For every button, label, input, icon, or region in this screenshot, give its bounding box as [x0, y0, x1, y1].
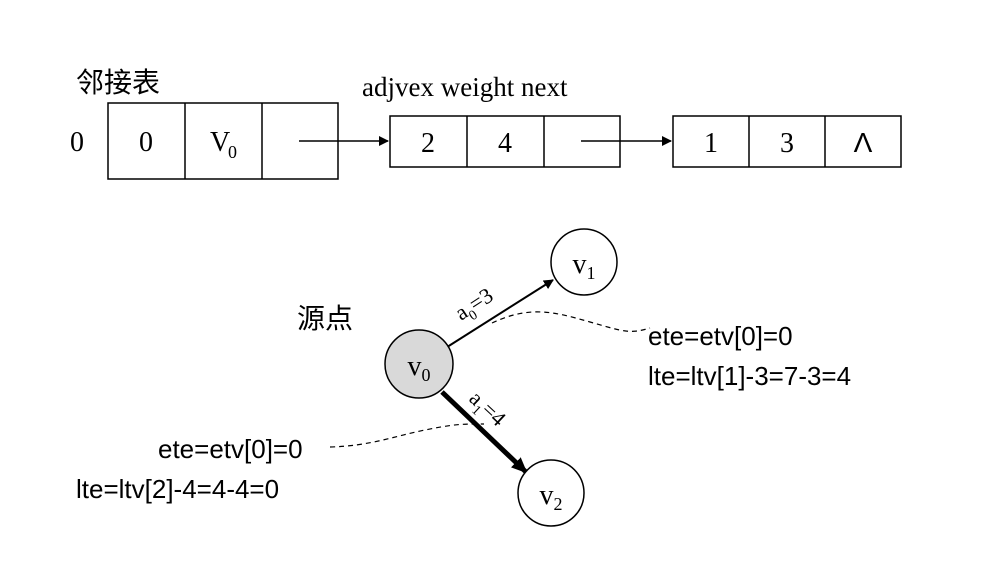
edge-node-1-adjvex: 2 — [421, 128, 435, 159]
annotation-left-lte: lte=ltv[2]-4=4-4=0 — [76, 474, 279, 504]
vertex-data-sub: 0 — [228, 142, 237, 162]
edge-node-1-weight: 4 — [498, 128, 512, 159]
edge-node-2: 1 3 Λ — [672, 115, 902, 168]
vertex-index: 0 — [70, 127, 84, 158]
annotation-left-ete: ete=etv[0]=0 — [158, 434, 303, 464]
svg-text:v1: v1 — [573, 249, 596, 283]
annotation-right-lte: lte=ltv[1]-3=7-3=4 — [648, 361, 851, 391]
edge-node-2-weight: 3 — [780, 128, 794, 159]
svg-text:v2: v2 — [540, 480, 563, 514]
vertex-in-value: 0 — [139, 127, 153, 158]
svg-text:v0: v0 — [408, 351, 431, 385]
edge-a0 — [443, 279, 554, 350]
annotation-connector-left — [329, 423, 485, 448]
node-v1: v1 — [550, 228, 618, 296]
annotation-connector-right — [491, 311, 651, 332]
null-pointer-symbol: Λ — [854, 127, 873, 158]
annotation-right-ete: ete=etv[0]=0 — [648, 321, 793, 351]
field-header-labels: adjvex weight next — [362, 72, 568, 102]
vertex-node: 0 V 0 — [107, 102, 339, 180]
node-v0: v0 — [384, 329, 454, 399]
edge-node-2-adjvex: 1 — [704, 128, 718, 159]
edge-a1 — [440, 390, 528, 474]
edge-a1-label: a1=4 — [461, 385, 511, 434]
source-label: 源点 — [297, 303, 353, 334]
adjacency-list-label: 邻接表 — [76, 67, 160, 98]
vertex-data-letter: V — [210, 127, 230, 158]
node-v2: v2 — [517, 459, 585, 527]
